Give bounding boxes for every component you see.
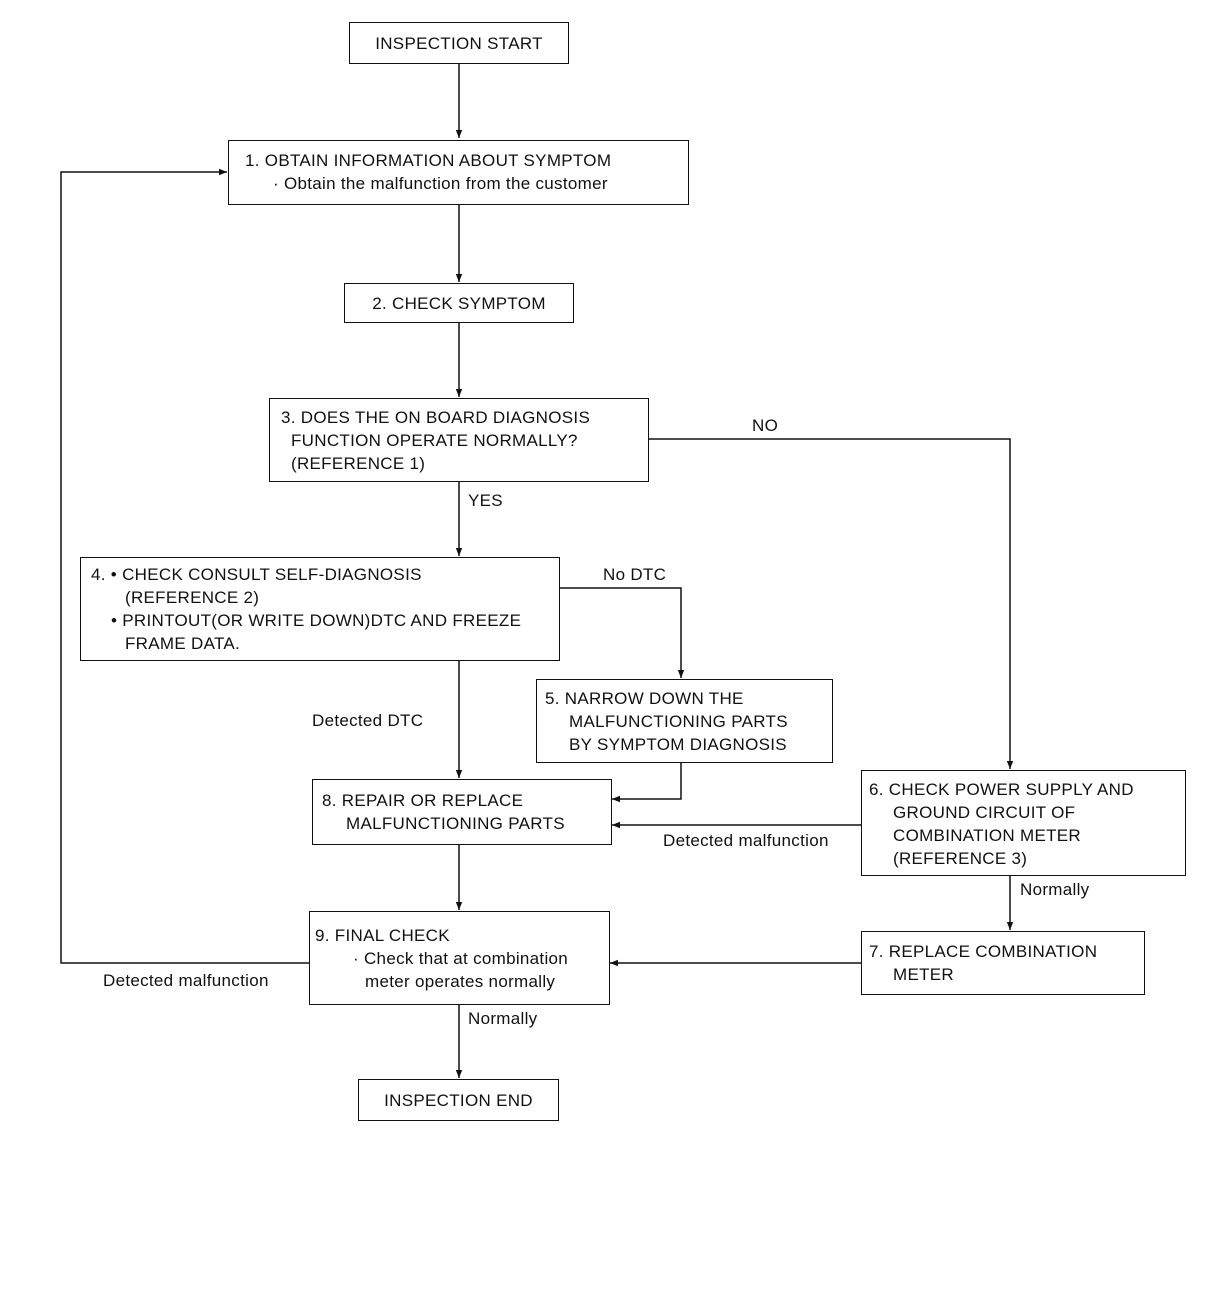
step9-bullet1: · Check that at combination <box>353 949 569 968</box>
edge-label-detected-malfunction-step6: Detected malfunction <box>663 831 829 850</box>
step1-bullet: · Obtain the malfunction from the custom… <box>273 174 608 193</box>
edge-label-yes: YES <box>468 491 503 510</box>
edge-label-no-dtc: No DTC <box>603 565 667 584</box>
step8-line2: MALFUNCTIONING PARTS <box>346 814 565 833</box>
step6-line3: COMBINATION METER <box>893 826 1082 845</box>
step3-box: 3. DOES THE ON BOARD DIAGNOSIS FUNCTION … <box>269 398 649 482</box>
step9-box: 9. FINAL CHECK · Check that at combinati… <box>309 911 610 1005</box>
step2-title: 2. CHECK SYMPTOM <box>372 294 546 313</box>
step5-line2: MALFUNCTIONING PARTS <box>569 712 788 731</box>
step6-line4: (REFERENCE 3) <box>893 849 1028 868</box>
step4-line2: (REFERENCE 2) <box>125 588 260 607</box>
step5-line3: BY SYMPTOM DIAGNOSIS <box>569 735 787 754</box>
step7-line1: 7. REPLACE COMBINATION <box>869 942 1098 961</box>
edge-step3-to-step6 <box>648 438 1014 769</box>
step3-line3: (REFERENCE 1) <box>291 454 426 473</box>
step2-box: 2. CHECK SYMPTOM <box>344 283 574 323</box>
step5-box: 5. NARROW DOWN THE MALFUNCTIONING PARTS … <box>536 679 833 763</box>
step7-line2: METER <box>893 965 954 984</box>
step4-box: 4. • CHECK CONSULT SELF-DIAGNOSIS (REFER… <box>80 557 560 661</box>
step3-line2: FUNCTION OPERATE NORMALLY? <box>291 431 578 450</box>
edge-label-normally-step9: Normally <box>468 1009 538 1028</box>
edge-step4-to-step5 <box>559 587 685 678</box>
step5-line1: 5. NARROW DOWN THE <box>545 689 744 708</box>
step8-line1: 8. REPAIR OR REPLACE <box>322 791 524 810</box>
step6-line2: GROUND CIRCUIT OF <box>893 803 1076 822</box>
step9-bullet2: meter operates normally <box>365 972 556 991</box>
edge-step5-to-step8 <box>612 763 682 803</box>
step1-box: 1. OBTAIN INFORMATION ABOUT SYMPTOM · Ob… <box>228 140 689 205</box>
step6-line1: 6. CHECK POWER SUPPLY AND <box>869 780 1134 799</box>
edge-label-detected-malfunction-step9: Detected malfunction <box>103 971 269 990</box>
inspection-start-label: INSPECTION START <box>375 34 543 53</box>
step3-line1: 3. DOES THE ON BOARD DIAGNOSIS <box>281 408 591 427</box>
edge-step9-to-step1 <box>60 168 310 964</box>
step4-line4: FRAME DATA. <box>125 634 241 653</box>
edge-label-detected-dtc: Detected DTC <box>312 711 424 730</box>
step4-line1: 4. • CHECK CONSULT SELF-DIAGNOSIS <box>91 565 422 584</box>
step9-title: 9. FINAL CHECK <box>315 926 450 945</box>
edge-label-no: NO <box>752 416 779 435</box>
inspection-end-label: INSPECTION END <box>384 1091 533 1110</box>
step6-box: 6. CHECK POWER SUPPLY AND GROUND CIRCUIT… <box>861 770 1186 876</box>
inspection-start-box: INSPECTION START <box>349 22 569 64</box>
step7-box: 7. REPLACE COMBINATION METER <box>861 931 1145 995</box>
step8-box: 8. REPAIR OR REPLACE MALFUNCTIONING PART… <box>312 779 612 845</box>
edge-label-normally-step6: Normally <box>1020 880 1090 899</box>
inspection-end-box: INSPECTION END <box>358 1079 559 1121</box>
step1-title: 1. OBTAIN INFORMATION ABOUT SYMPTOM <box>245 151 612 170</box>
step4-line3: • PRINTOUT(OR WRITE DOWN)DTC AND FREEZE <box>111 611 522 630</box>
